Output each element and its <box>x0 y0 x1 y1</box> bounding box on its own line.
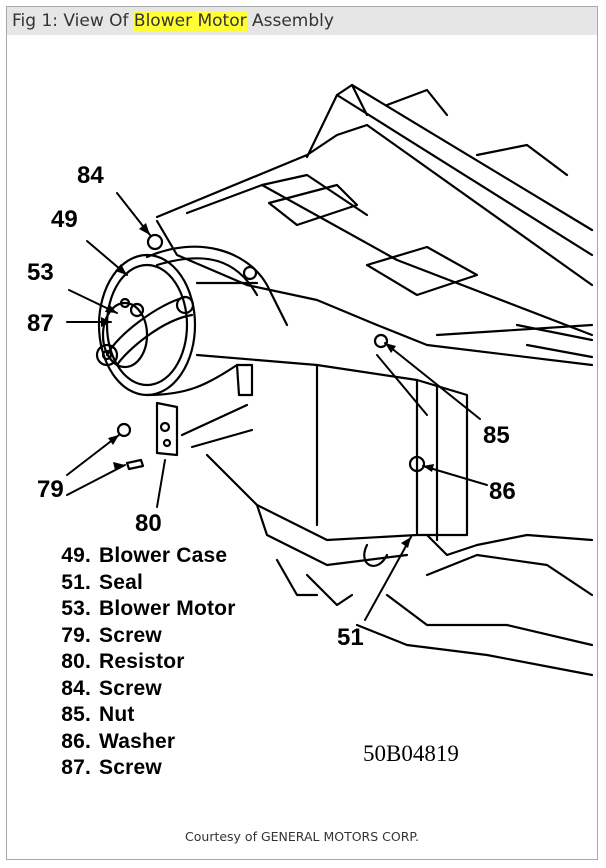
legend-row: 79. Screw <box>43 623 236 650</box>
callout-49: 49 <box>51 206 78 233</box>
callout-86: 86 <box>489 478 516 505</box>
callout-79: 79 <box>37 476 64 503</box>
legend-row: 85. Nut <box>43 702 236 729</box>
callout-51: 51 <box>337 624 364 651</box>
callout-53: 53 <box>27 259 54 286</box>
fasteners <box>116 233 426 473</box>
callout-85: 85 <box>483 422 510 449</box>
figure-title: Fig 1: View Of Blower Motor Assembly <box>12 11 334 31</box>
figure-title-prefix: Fig 1: View Of <box>12 11 134 31</box>
legend-number: 53. <box>61 597 91 620</box>
legend-number: 51. <box>61 570 91 594</box>
legend-label: Blower Case <box>99 544 228 567</box>
blower-assembly-drawing: 84 49 53 87 85 86 79 80 51 <box>27 83 594 677</box>
legend-number: 87. <box>61 756 91 779</box>
figure-title-highlight: Blower Motor <box>133 11 247 31</box>
parts-legend: 49. Blower Case 51. Seal 53. Blower Motor 7… <box>43 543 236 782</box>
legend-number: 79. <box>61 623 91 647</box>
legend-label: Screw <box>99 756 162 779</box>
legend-row: 87. Screw <box>43 755 236 782</box>
legend-number: 80. <box>61 650 91 673</box>
legend-label: Screw <box>99 623 162 647</box>
figure-title-suffix: Assembly <box>246 11 334 31</box>
blower-motor <box>95 295 195 369</box>
legend-label: Resistor <box>99 650 185 673</box>
legend-number: 86. <box>61 729 91 753</box>
diagram-code: 50B04819 <box>363 741 459 766</box>
legend-row: 80. Resistor <box>43 649 236 676</box>
arrowheads <box>101 223 434 548</box>
callout-labels: 84 49 53 87 85 86 79 80 51 <box>27 162 516 651</box>
blower-scroll <box>97 245 289 397</box>
blower-housing-box <box>195 353 594 677</box>
legend-row: 53. Blower Motor <box>43 596 236 623</box>
legend-label: Seal <box>99 570 143 594</box>
legend-label: Blower Motor <box>99 597 236 620</box>
figure-title-bar: Fig 1: View Of Blower Motor Assembly <box>7 7 597 35</box>
figure-frame: Fig 1: View Of Blower Motor Assembly <box>6 6 598 860</box>
credit-line: Courtesy of GENERAL MOTORS CORP. <box>185 829 419 844</box>
callout-87: 87 <box>27 310 54 337</box>
legend-row: 84. Screw <box>43 676 236 703</box>
callout-84: 84 <box>77 162 104 189</box>
legend-number: 85. <box>61 703 91 726</box>
legend-row: 51. Seal <box>43 570 236 597</box>
legend-row: 86. Washer <box>43 729 236 756</box>
legend-label: Washer <box>99 729 176 753</box>
upper-duct-panel <box>155 83 594 367</box>
legend-row: 49. Blower Case <box>43 543 236 570</box>
legend-number: 49. <box>61 544 91 567</box>
legend-number: 84. <box>61 676 91 700</box>
callout-80: 80 <box>135 510 162 537</box>
legend-label: Nut <box>99 703 135 726</box>
legend-label: Screw <box>99 676 162 700</box>
resistor <box>155 401 254 457</box>
